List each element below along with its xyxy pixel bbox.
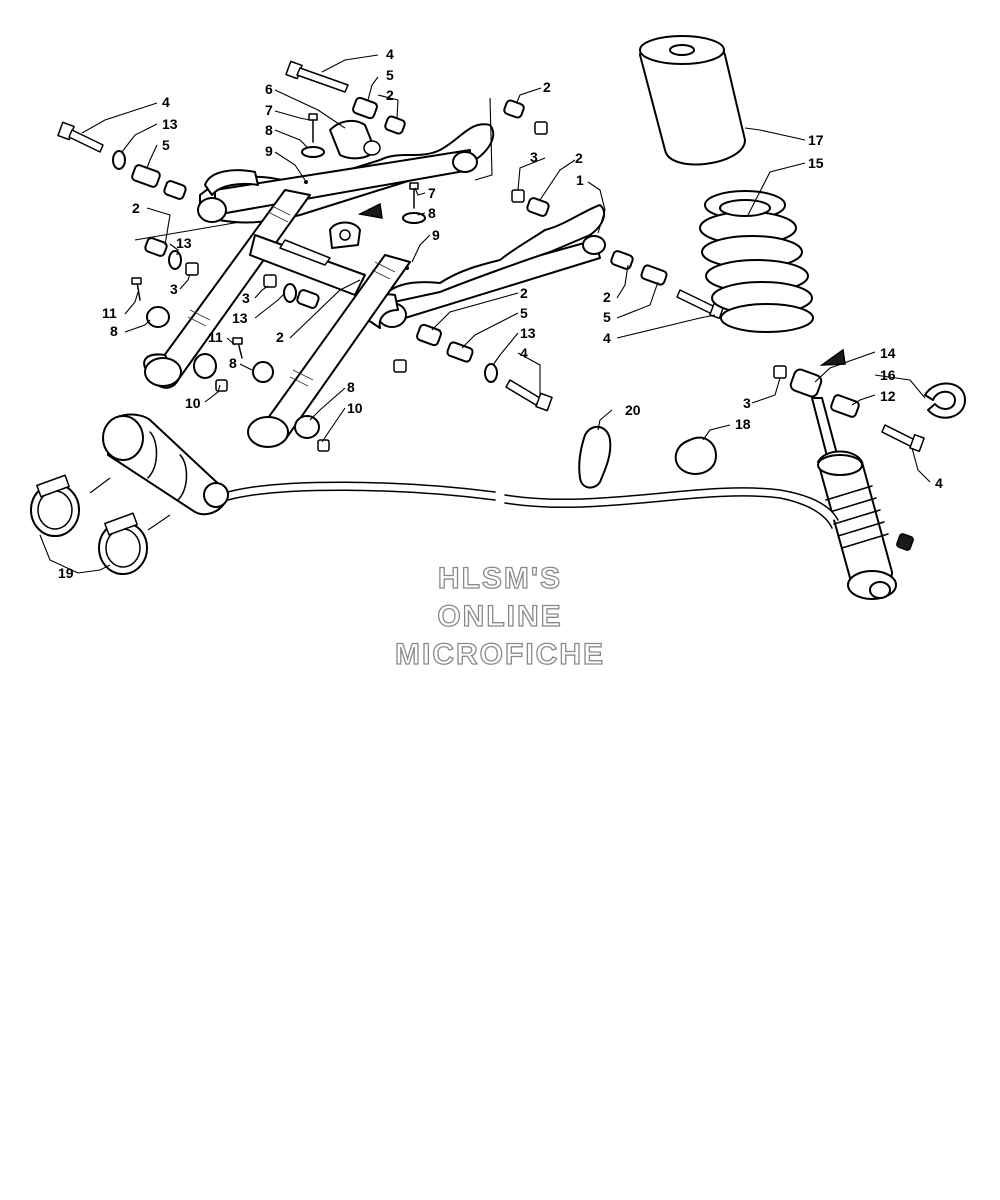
reference-lines (134, 97, 493, 241)
callout-2: 2 (132, 200, 140, 216)
watermark-line-1: HLSM'S (438, 562, 562, 595)
leader-lines (39, 54, 931, 574)
callout-11: 11 (208, 329, 223, 345)
callout-3: 3 (743, 395, 751, 411)
reservoir-hose (227, 481, 839, 529)
callout-13: 13 (176, 235, 192, 251)
bolt-lower (505, 379, 553, 412)
washers (112, 150, 498, 383)
callout-13: 13 (232, 310, 248, 326)
clip-16 (924, 382, 966, 419)
bolt-top (285, 60, 349, 93)
callout-2: 2 (276, 329, 284, 345)
callout-13: 13 (162, 116, 178, 132)
shock-absorber (811, 397, 914, 600)
watermark-line-3: MICROFICHE (395, 638, 605, 671)
callout-3: 3 (530, 149, 538, 165)
bump-stop-17 (639, 35, 746, 166)
callout-8: 8 (265, 122, 273, 138)
callout-7: 7 (265, 102, 273, 118)
callout-12: 12 (880, 388, 896, 404)
callout-2: 2 (543, 79, 551, 95)
callout-18: 18 (735, 416, 751, 432)
callout-3: 3 (170, 281, 178, 297)
callout-8: 8 (229, 355, 237, 371)
shock-reservoir (102, 413, 229, 516)
callout-2: 2 (386, 87, 394, 103)
callout-7: 7 (428, 185, 436, 201)
callout-11: 11 (102, 305, 117, 321)
screws-and-pads (131, 113, 426, 439)
callout-17: 17 (808, 132, 824, 148)
callout-2: 2 (603, 289, 611, 305)
callout-8: 8 (347, 379, 355, 395)
callout-4: 4 (603, 330, 611, 346)
callout-3: 3 (242, 290, 250, 306)
callout-5: 5 (603, 309, 611, 325)
callout-13: 13 (520, 325, 536, 341)
watermark-line-2: ONLINE (437, 600, 562, 633)
callout-15: 15 (808, 155, 824, 171)
bracket-part-6 (329, 119, 381, 160)
callout-1: 1 (576, 172, 584, 188)
callout-20: 20 (625, 402, 641, 418)
callout-19: 19 (58, 565, 74, 581)
left-rail-arm (143, 189, 311, 389)
callout-5: 5 (520, 305, 528, 321)
callout-8: 8 (110, 323, 118, 339)
bolt-shock (881, 424, 925, 453)
callout-16: 16 (880, 367, 896, 383)
callout-2: 2 (575, 150, 583, 166)
o-ring-20 (578, 425, 612, 489)
callouts: 4 5 2 6 7 8 9 4 13 5 2 13 3 2 3 2 1 7 8 … (58, 46, 943, 581)
right-rail-arm (247, 254, 411, 448)
bolt-left (57, 121, 104, 153)
hose-clamps-19 (30, 474, 148, 575)
callout-8: 8 (428, 205, 436, 221)
spacers (131, 96, 860, 418)
callout-6: 6 (265, 81, 273, 97)
callout-5: 5 (386, 67, 394, 83)
callout-4: 4 (386, 46, 394, 62)
callout-5: 5 (162, 137, 170, 153)
callout-2: 2 (520, 285, 528, 301)
cross-brace (249, 221, 366, 296)
watermark: HLSM'S ONLINE MICROFICHE (394, 561, 605, 671)
callout-4: 4 (162, 94, 170, 110)
coil-spring-15 (699, 190, 814, 333)
callout-4: 4 (935, 475, 943, 491)
callout-9: 9 (265, 143, 273, 159)
front-arrow-icon (357, 202, 846, 366)
callout-10: 10 (347, 400, 363, 416)
callout-10: 10 (185, 395, 201, 411)
callout-4: 4 (520, 345, 528, 361)
callout-9: 9 (432, 227, 440, 243)
callout-14: 14 (880, 345, 896, 361)
retaining-ring-18 (674, 436, 717, 475)
